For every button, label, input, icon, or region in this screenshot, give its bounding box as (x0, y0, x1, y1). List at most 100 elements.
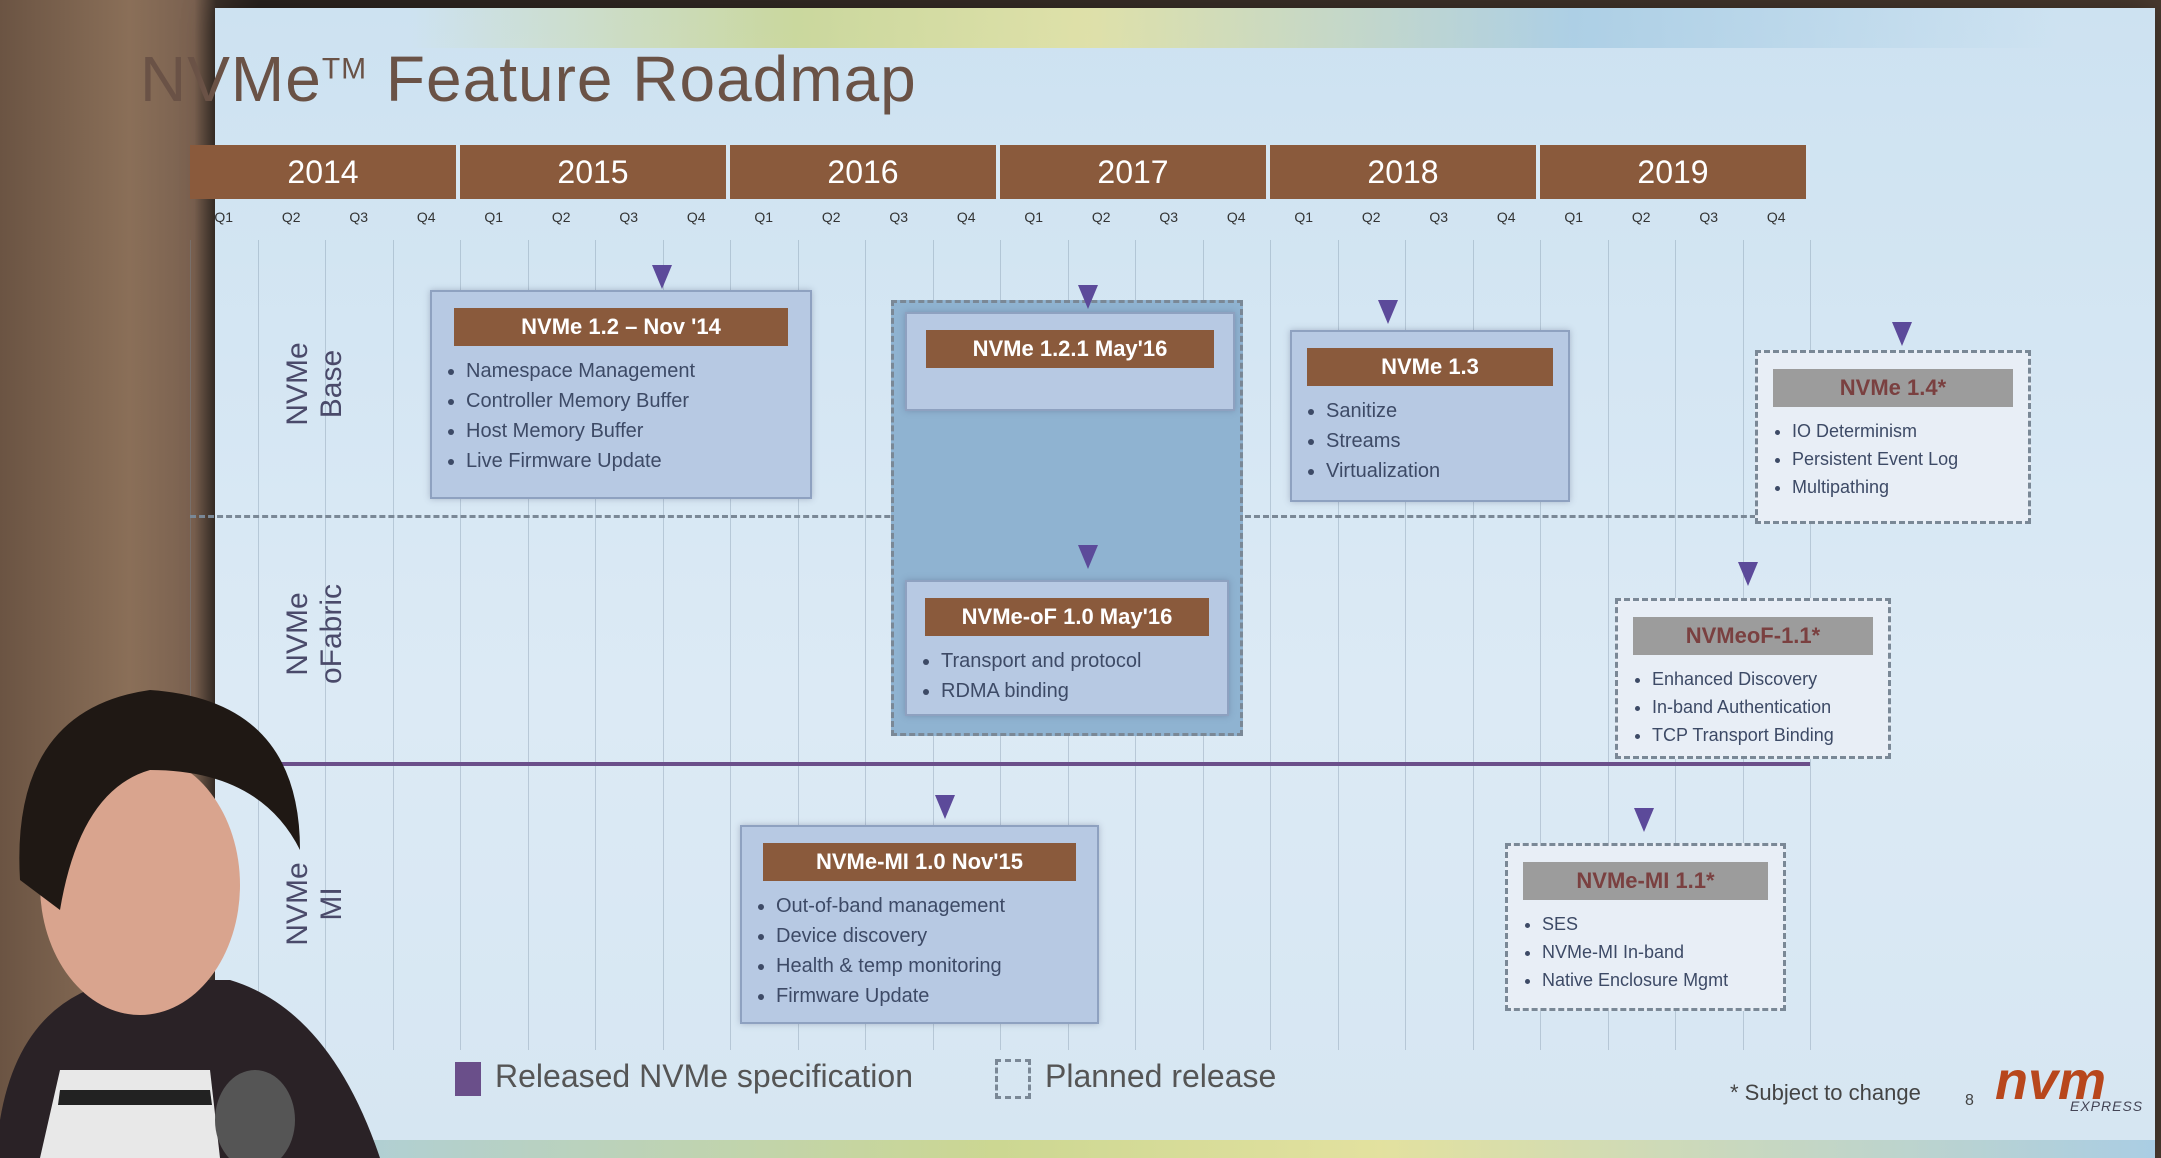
box-title: NVMe 1.3 (1307, 348, 1553, 386)
feature-item: Namespace Management (466, 356, 810, 386)
presenter-photo (0, 690, 380, 1158)
release-marker-icon (652, 265, 672, 289)
slide-title: NVMeTM Feature Roadmap (140, 43, 917, 115)
quarter-label: Q3 (619, 209, 639, 225)
feature-item: Transport and protocol (941, 646, 1227, 676)
presenter-hair (19, 690, 300, 910)
quarter-label: Q1 (754, 209, 774, 225)
feature-item: Multipathing (1792, 473, 2028, 501)
grid-line (662, 240, 664, 1050)
footnote: * Subject to change (1730, 1080, 1921, 1105)
feature-item: Sanitize (1326, 396, 1568, 426)
trademark-mark: TM (321, 52, 368, 86)
year-2019: 2019 (1540, 145, 1810, 199)
quarter-label: Q1 (214, 209, 234, 225)
quarter-label: Q4 (1226, 209, 1246, 225)
feature-item: Live Firmware Update (466, 446, 810, 476)
feature-item: Health & temp monitoring (776, 951, 1097, 981)
grid-line (1405, 240, 1406, 1050)
grid-line (1472, 240, 1474, 1050)
microphone-icon (215, 1070, 295, 1158)
year-2018: 2018 (1270, 145, 1540, 199)
box-title: NVMe-MI 1.1* (1523, 862, 1768, 900)
planned-swatch-icon (995, 1058, 1031, 1099)
quarter-label: Q3 (1159, 209, 1179, 225)
quarter-label: Q3 (1699, 209, 1719, 225)
feature-item: Enhanced Discovery (1652, 665, 1888, 693)
quarter-label: Q2 (1631, 209, 1651, 225)
grid-line (392, 240, 394, 1050)
fabric-mi-divider (190, 762, 1810, 766)
feature-item: Streams (1326, 426, 1568, 456)
quarter-label: Q4 (1766, 209, 1786, 225)
presenter-face (40, 755, 240, 1015)
year-2015: 2015 (460, 145, 730, 199)
quarter-label: Q2 (1091, 209, 1111, 225)
release-marker-icon (1892, 322, 1912, 346)
quarter-label: Q2 (821, 209, 841, 225)
box-nvme-1-2: NVMe 1.2 – Nov '14 Namespace Management … (430, 290, 812, 499)
planned-marker-icon (1634, 808, 1654, 832)
released-swatch-icon (455, 1061, 481, 1096)
feature-item: Controller Memory Buffer (466, 386, 810, 416)
box-title: NVMe-MI 1.0 Nov'15 (762, 843, 1077, 881)
grid-line (190, 240, 191, 1050)
quarter-label: Q2 (551, 209, 571, 225)
release-marker-icon (1078, 285, 1098, 309)
quarter-label: Q1 (1294, 209, 1314, 225)
quarter-label: Q2 (1361, 209, 1381, 225)
grid-line (257, 240, 259, 1050)
legend-planned: Planned release (995, 1058, 1276, 1099)
box-nvme-of-1-0: NVMe-oF 1.0 May'16 Transport and protoco… (905, 580, 1229, 716)
box-title: NVMeoF-1.1* (1632, 617, 1874, 655)
feature-item: TCP Transport Binding (1652, 721, 1888, 749)
release-marker-icon (1378, 300, 1398, 324)
planned-marker-icon (1738, 562, 1758, 586)
box-title: NVMe 1.4* (1772, 369, 2014, 407)
feature-item: Native Enclosure Mgmt (1542, 966, 1783, 994)
year-2014: 2014 (190, 145, 460, 199)
header-swoosh (215, 8, 2155, 48)
box-nvme-1-3: NVMe 1.3 Sanitize Streams Virtualization (1290, 330, 1570, 502)
box-nvme-mi-1-1: NVMe-MI 1.1* SES NVMe-MI In-band Native … (1505, 843, 1786, 1011)
quarter-label: Q4 (416, 209, 436, 225)
feature-item: Device discovery (776, 921, 1097, 951)
release-marker-icon (935, 795, 955, 819)
quarter-label: Q4 (686, 209, 706, 225)
quarter-label: Q3 (349, 209, 369, 225)
box-title: NVMe 1.2 – Nov '14 (454, 308, 788, 346)
release-marker-icon (1078, 545, 1098, 569)
quarter-label: Q3 (1429, 209, 1449, 225)
feature-item: Host Memory Buffer (466, 416, 810, 446)
year-2016: 2016 (730, 145, 1000, 199)
grid-line (865, 240, 866, 1050)
year-2017: 2017 (1000, 145, 1270, 199)
quarter-label: Q4 (956, 209, 976, 225)
quarter-label: Q1 (1564, 209, 1584, 225)
feature-item: IO Determinism (1792, 417, 2028, 445)
quarter-label: Q1 (1024, 209, 1044, 225)
grid-line (595, 240, 596, 1050)
feature-item: Out-of-band management (776, 891, 1097, 921)
feature-item: Persistent Event Log (1792, 445, 2028, 473)
grid-line (730, 240, 731, 1050)
box-nvme-mi-1-0: NVMe-MI 1.0 Nov'15 Out-of-band managemen… (740, 825, 1099, 1024)
feature-item: NVMe-MI In-band (1542, 938, 1783, 966)
box-nvme-1-4: NVMe 1.4* IO Determinism Persistent Even… (1755, 350, 2031, 524)
quarter-label: Q1 (484, 209, 504, 225)
quarter-label: Q4 (1496, 209, 1516, 225)
grid-line (325, 240, 326, 1050)
grid-line (797, 240, 799, 1050)
quarter-label: Q2 (281, 209, 301, 225)
quarter-row: Q1 Q2 Q3 Q4 Q1 Q2 Q3 Q4 Q1 Q2 Q3 Q4 Q1 Q2 Q3 Q4 Q1 Q2 Q3 Q4… (190, 199, 1810, 235)
grid-line (460, 240, 461, 1050)
box-title: NVMe 1.2.1 May'16 (925, 330, 1215, 368)
box-title: NVMe-oF 1.0 May'16 (925, 598, 1209, 636)
page-number: 8 (1965, 1092, 1974, 1109)
nvm-express-logo-subtitle: EXPRESS (2070, 1098, 2144, 1114)
feature-item: Firmware Update (776, 981, 1097, 1011)
year-bar: 2014 2015 2016 2017 2018 2019 (190, 145, 1810, 199)
feature-item: In-band Authentication (1652, 693, 1888, 721)
